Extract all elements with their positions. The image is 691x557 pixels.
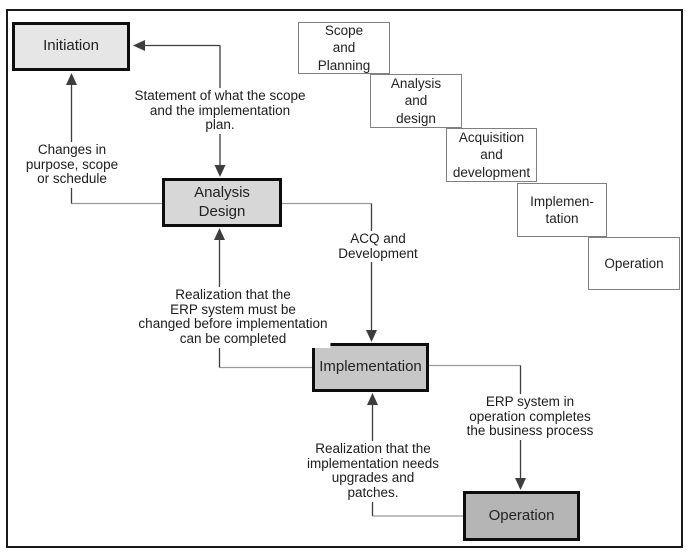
phase-scope-and-planning: Scope and Planning — [298, 22, 390, 74]
annotation-realization-upgrades-patches: Realization that the implementation need… — [303, 441, 443, 502]
annotation-changes-purpose-scope: Changes in purpose, scope or schedule — [22, 142, 122, 189]
annotation-acq-and-development: ACQ and Development — [335, 231, 421, 263]
arrowhead-into-operation-top — [515, 478, 526, 490]
phase-implementation: Implemen- tation — [517, 183, 607, 237]
node-analysis-design: Analysis Design — [162, 178, 282, 227]
node-implementation: Implementation — [312, 343, 429, 392]
arrowhead-into-initiation-bottom — [66, 73, 77, 85]
arrowhead-into-implementation-top — [366, 330, 377, 342]
phase-analysis-and-design: Analysis and design — [370, 74, 462, 128]
arrowhead-into-analysis-top — [214, 165, 226, 177]
node-initiation: Initiation — [12, 22, 130, 71]
node-operation: Operation — [463, 491, 580, 541]
arrowhead-into-analysis-bottom — [214, 228, 225, 240]
annotation-statement-scope-plan: Statement of what the scope and the impl… — [131, 88, 309, 135]
arrowhead-into-initiation-right — [133, 40, 145, 51]
arrowhead-into-implementation-bottom — [367, 393, 378, 405]
diagram-frame — [6, 9, 683, 548]
annotation-realization-erp-changed: Realization that the ERP system must be … — [135, 287, 331, 348]
annotation-erp-system-in-operation: ERP system in operation completes the bu… — [463, 394, 597, 441]
phase-acquisition-and-development: Acquisition and development — [446, 128, 537, 182]
phase-operation: Operation — [588, 237, 680, 290]
